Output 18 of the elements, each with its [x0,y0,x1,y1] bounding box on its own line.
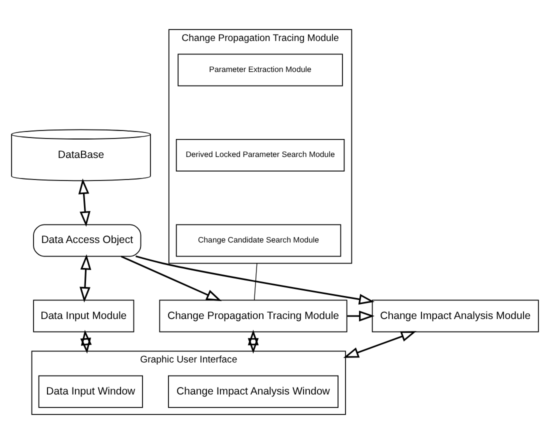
connector [254,262,258,300]
arrow [78,178,90,226]
arrow [248,329,259,354]
arrow [347,310,375,321]
arrow [120,255,222,301]
node-box: Parameter Extraction Module [178,53,343,86]
node-box: Data Access Object [33,224,142,256]
node-box: Derived Locked Parameter Search Module [176,138,345,171]
arrow [80,254,92,302]
arrow [136,255,374,304]
node-box: Change Propagation Tracing Module [159,299,348,332]
node-box: Change Impact Analysis Module [372,299,539,332]
arrow [80,329,92,354]
node-box: Change Impact Analysis Window [168,374,338,408]
node-box: Data Input Window [38,374,143,408]
node-box: Data Input Module [33,299,134,332]
node-box: Change Candidate Search Module [176,224,342,256]
arrow [343,330,416,358]
